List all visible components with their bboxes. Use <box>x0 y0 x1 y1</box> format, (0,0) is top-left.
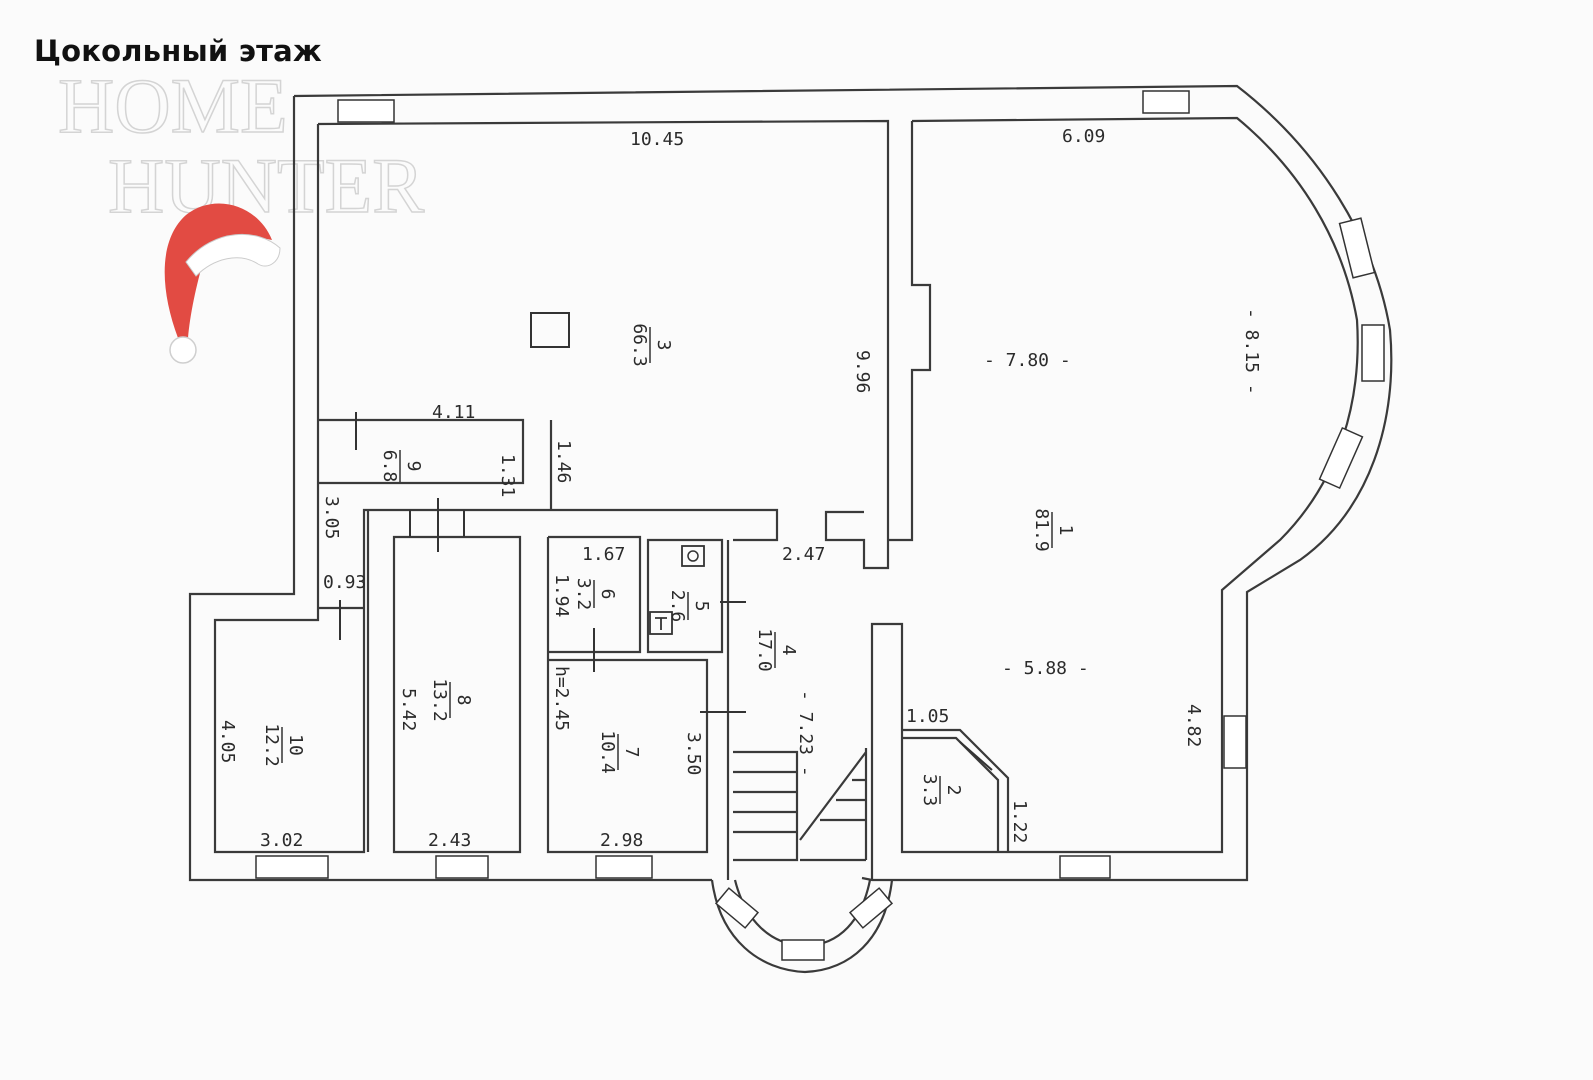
svg-text:6: 6 <box>597 589 618 600</box>
dim-label: 1.94 <box>551 574 572 617</box>
room-3-label: 3 66.3 <box>629 323 674 366</box>
dim-label: 1.22 <box>1009 800 1030 843</box>
dim-label: 5.42 <box>398 688 419 731</box>
svg-text:10.4: 10.4 <box>597 730 618 773</box>
page-title: Цокольный этаж <box>34 34 322 68</box>
svg-text:9: 9 <box>403 461 424 472</box>
svg-text:12.2: 12.2 <box>261 723 282 766</box>
svg-text:3.2: 3.2 <box>573 578 594 611</box>
room-9-label: 9 6.8 <box>379 450 424 483</box>
svg-text:3.3: 3.3 <box>919 774 940 807</box>
dim-label: 1.46 <box>553 440 574 483</box>
dim-label: 1.05 <box>906 706 949 727</box>
svg-text:4: 4 <box>778 645 799 656</box>
svg-text:7: 7 <box>621 747 642 758</box>
svg-text:8: 8 <box>453 695 474 706</box>
svg-text:3: 3 <box>653 340 674 351</box>
dim-label: 4.11 <box>432 402 475 423</box>
doors <box>339 412 746 713</box>
svg-text:10: 10 <box>285 734 306 756</box>
room-8-label: 8 13.2 <box>429 678 474 721</box>
room-6-label: 6 3.2 <box>573 578 618 611</box>
dim-label: 3.02 <box>260 830 303 851</box>
windows <box>255 90 1385 961</box>
svg-text:81.9: 81.9 <box>1031 508 1052 551</box>
svg-text:5: 5 <box>691 601 712 612</box>
room-1-label: 1 81.9 <box>1031 508 1076 551</box>
svg-text:13.2: 13.2 <box>429 678 450 721</box>
dim-label: - 8.15 - <box>1241 308 1262 395</box>
dim-label: 3.50 <box>683 732 704 775</box>
room-2-label: 2 3.3 <box>919 774 964 807</box>
dim-label: 4.82 <box>1183 704 1204 747</box>
room-4-label: 4 17.0 <box>754 628 799 671</box>
column-icon <box>530 312 570 348</box>
dim-label: 10.45 <box>630 129 684 150</box>
svg-text:2: 2 <box>943 785 964 796</box>
shower-icon <box>649 611 673 635</box>
svg-text:1: 1 <box>1055 525 1076 536</box>
dimension-labels: 10.45 6.09 9.96 - 7.80 - - 8.15 - 4.11 1… <box>217 126 1262 851</box>
svg-text:17.0: 17.0 <box>754 628 775 671</box>
svg-text:66.3: 66.3 <box>629 323 650 366</box>
dim-label: 1.67 <box>582 544 625 565</box>
watermark-line2: HUNTER <box>108 142 424 229</box>
dim-label: 9.96 <box>852 350 873 393</box>
dim-label: 2.47 <box>782 544 825 565</box>
room-7-label: 7 10.4 <box>597 730 642 773</box>
svg-text:2.6: 2.6 <box>667 590 688 623</box>
dim-label: 1.31 <box>497 454 518 497</box>
dim-label: - 7.80 - <box>984 350 1071 371</box>
svg-text:6.8: 6.8 <box>379 450 400 483</box>
dim-label: - 7.23 - <box>795 690 816 777</box>
room-5-label: 5 2.6 <box>667 590 712 623</box>
dim-label: 2.43 <box>428 830 471 851</box>
dim-label: 4.05 <box>217 720 238 763</box>
dim-label: 3.05 <box>321 496 342 539</box>
dim-label: 2.98 <box>600 830 643 851</box>
dim-label: 0.93 <box>323 572 366 593</box>
watermark: HOME HUNTER <box>57 61 425 230</box>
watermark-line1: HOME <box>58 62 288 149</box>
toilet-icon <box>681 545 705 567</box>
dim-label: h=2.45 <box>551 666 572 731</box>
dim-label: - 5.88 - <box>1002 658 1089 679</box>
santa-hat-icon <box>164 203 281 364</box>
dim-label: 6.09 <box>1062 126 1105 147</box>
room-10-label: 10 12.2 <box>261 723 306 766</box>
room-labels: 3 66.3 1 81.9 9 6.8 10 12.2 8 13.2 6 3.2 <box>261 323 1076 806</box>
